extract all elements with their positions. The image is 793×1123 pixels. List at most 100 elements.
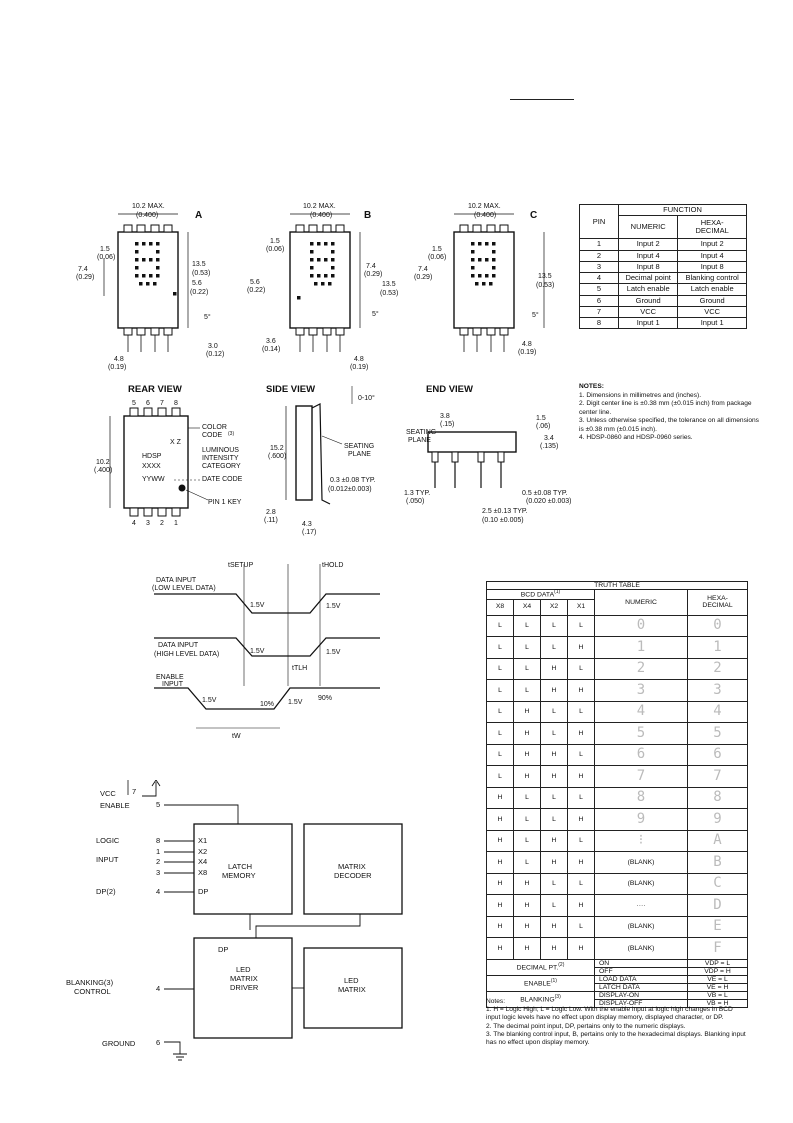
svg-text:3.8: 3.8: [440, 413, 450, 420]
svg-text:0-10°: 0-10°: [358, 394, 375, 402]
svg-text:4: 4: [156, 984, 160, 993]
svg-text:13.5: 13.5: [382, 281, 396, 288]
svg-text:DECODER: DECODER: [334, 871, 372, 880]
svg-text:13.5: 13.5: [538, 273, 552, 280]
svg-text:X8: X8: [198, 868, 207, 877]
svg-text:(0.12): (0.12): [206, 351, 224, 358]
svg-text:8: 8: [156, 836, 160, 845]
svg-text:PLANE: PLANE: [408, 437, 431, 444]
svg-text:7.4: 7.4: [78, 266, 88, 273]
svg-text:1.5V: 1.5V: [326, 649, 341, 656]
svg-text:DP: DP: [218, 945, 228, 954]
svg-text:3.0: 3.0: [208, 343, 218, 350]
svg-text:X2: X2: [198, 847, 207, 856]
svg-text:BLANKING(3): BLANKING(3): [66, 978, 114, 987]
svg-text:SEATING: SEATING: [344, 443, 374, 450]
svg-text:1.5: 1.5: [432, 246, 442, 253]
svg-text:4.8: 4.8: [522, 341, 532, 348]
svg-text:2: 2: [156, 857, 160, 866]
svg-text:4.3: 4.3: [302, 521, 312, 528]
svg-text:(.17): (.17): [302, 529, 316, 536]
svg-text:1.5V: 1.5V: [250, 648, 265, 655]
svg-text:7.4: 7.4: [366, 263, 376, 270]
svg-text:SEATING: SEATING: [406, 429, 436, 436]
svg-text:LED: LED: [344, 976, 359, 985]
header-pin: PIN: [579, 203, 619, 240]
svg-text:5: 5: [156, 800, 160, 809]
svg-text:DATA INPUT: DATA INPUT: [156, 577, 197, 584]
svg-text:(HIGH LEVEL DATA): (HIGH LEVEL DATA): [154, 651, 219, 658]
svg-text:COLOR: COLOR: [202, 424, 227, 431]
svg-text:END VIEW: END VIEW: [426, 384, 473, 395]
svg-text:90%: 90%: [318, 695, 332, 702]
svg-text:LATCH: LATCH: [228, 862, 252, 871]
view-c: 10.2 MAX. (0.400) C 1.5(0.06) 7.4(0.29) …: [414, 203, 554, 356]
svg-text:1: 1: [156, 847, 160, 856]
svg-text:4.8: 4.8: [114, 356, 124, 363]
svg-text:XXXX: XXXX: [142, 463, 161, 470]
svg-text:DP: DP: [198, 887, 208, 896]
timing-diagram: tSETUP tHOLD DATA INPUT (LOW LEVEL DATA)…: [152, 562, 380, 740]
svg-text:ENABLE: ENABLE: [100, 801, 130, 810]
svg-text:INPUT: INPUT: [96, 855, 119, 864]
svg-text:CODE: CODE: [202, 432, 223, 439]
side-view: SIDE VIEW 0-10° 15.2(.600) SEATINGPLANE …: [264, 384, 376, 536]
svg-text:(0.53): (0.53): [536, 282, 554, 289]
svg-text:SIDE VIEW: SIDE VIEW: [266, 384, 315, 395]
svg-text:X4: X4: [198, 857, 207, 866]
svg-text:(0.06): (0.06): [428, 254, 446, 261]
svg-text:13.5: 13.5: [192, 261, 206, 268]
view-a: 10.2 MAX. (0.400) A 1.5(0.06) 7.4(0.29) …: [76, 203, 224, 371]
svg-text:2.5 ±0.13 TYP.: 2.5 ±0.13 TYP.: [482, 508, 528, 515]
svg-text:(.600): (.600): [268, 453, 286, 460]
numeric-header: NUMERIC: [593, 589, 689, 616]
svg-text:(0.400): (0.400): [136, 212, 158, 219]
svg-text:tW: tW: [232, 733, 241, 740]
svg-text:MATRIX: MATRIX: [338, 862, 366, 871]
svg-text:(0.19): (0.19): [350, 364, 368, 371]
svg-text:ENABLE: ENABLE: [156, 674, 184, 681]
svg-text:LUMINOUS: LUMINOUS: [202, 447, 239, 454]
svg-text:1: 1: [174, 520, 178, 527]
svg-text:1.3 TYP.: 1.3 TYP.: [404, 490, 430, 497]
svg-text:1.5V: 1.5V: [202, 697, 217, 704]
truth-table: TRUTH TABLE BCD DATA(1) NUMERIC HEXA-DEC…: [486, 580, 748, 1009]
svg-text:PLANE: PLANE: [348, 451, 371, 458]
svg-text:5°: 5°: [372, 310, 379, 318]
svg-text:2: 2: [160, 520, 164, 527]
svg-text:MATRIX: MATRIX: [338, 985, 366, 994]
header-numeric: NUMERIC: [617, 215, 679, 240]
notes-outline: NOTES: 1. Dimensions in millimetres and …: [579, 383, 759, 442]
svg-text:INPUT: INPUT: [162, 681, 184, 688]
svg-text:(0.400): (0.400): [474, 212, 496, 219]
svg-text:CATEGORY: CATEGORY: [202, 463, 241, 470]
svg-text:X Z: X Z: [170, 439, 182, 446]
svg-text:DRIVER: DRIVER: [230, 983, 259, 992]
svg-text:B: B: [364, 210, 371, 221]
svg-text:MEMORY: MEMORY: [222, 871, 256, 880]
svg-text:VCC: VCC: [100, 789, 116, 798]
svg-text:10.2 MAX.: 10.2 MAX.: [303, 203, 336, 210]
svg-text:(0.29): (0.29): [414, 274, 432, 281]
svg-text:6: 6: [146, 400, 150, 407]
